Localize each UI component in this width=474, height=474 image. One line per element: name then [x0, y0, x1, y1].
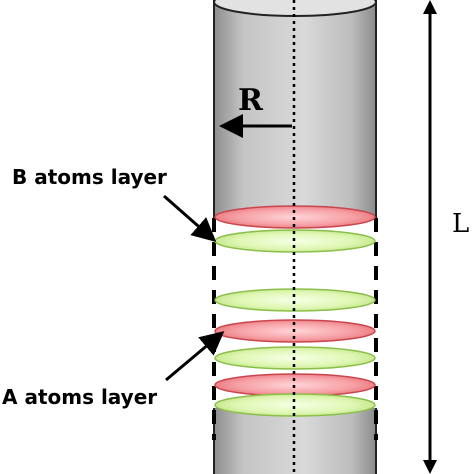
a-layer-label: A atoms layer	[2, 385, 157, 409]
length-label: L	[452, 209, 469, 239]
b-atoms-layer	[214, 288, 376, 312]
atom-layers	[214, 205, 376, 417]
b-layer-pointer	[163, 194, 217, 242]
radius-label: R	[238, 83, 264, 118]
length-arrow	[423, 0, 437, 474]
b-layer-label: B atoms layer	[12, 165, 167, 189]
a-layer-pointer	[165, 331, 225, 382]
b-atoms-layer	[214, 393, 376, 417]
